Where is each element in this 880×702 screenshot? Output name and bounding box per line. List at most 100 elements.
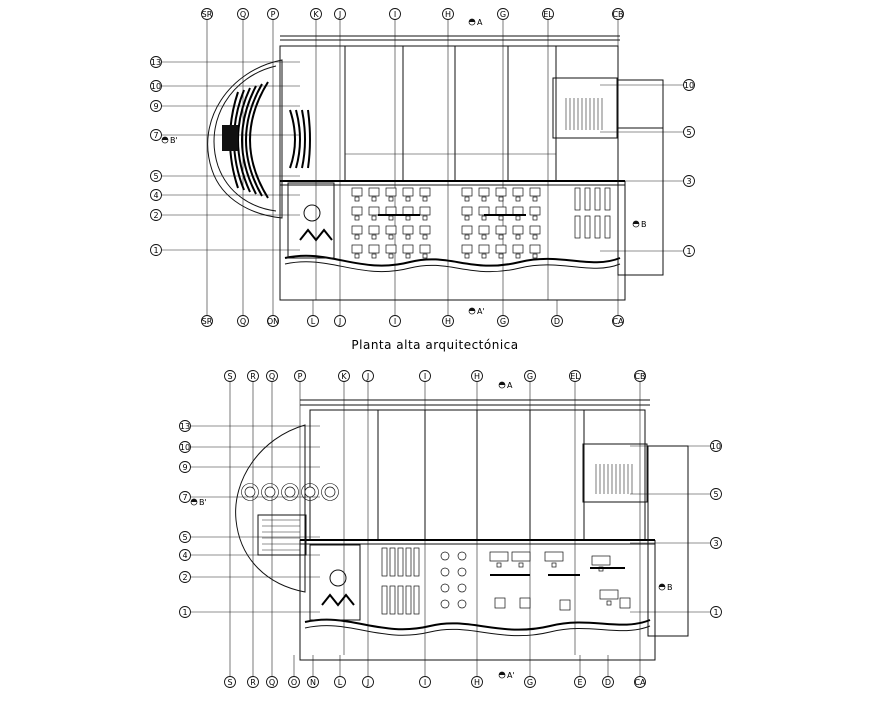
lobby-seating bbox=[321, 593, 355, 607]
axis-top-Q-bubble bbox=[237, 8, 249, 20]
axis-bottom-R-label: R bbox=[250, 678, 256, 687]
seating-row bbox=[237, 87, 251, 193]
axis-right-5-bubble bbox=[683, 126, 695, 138]
podium bbox=[222, 125, 238, 151]
desk bbox=[385, 187, 397, 197]
desk bbox=[512, 187, 524, 197]
axis-bottom-G-bubble bbox=[524, 676, 536, 688]
section-right-circle bbox=[632, 220, 640, 228]
axis-bottom-H-label: H bbox=[445, 317, 451, 326]
upper-curved-facade bbox=[284, 254, 621, 267]
axis-left-13-bubble bbox=[179, 420, 191, 432]
axis-bottom-G-label: G bbox=[500, 317, 506, 326]
stage-seating bbox=[301, 109, 306, 169]
desk bbox=[461, 187, 473, 197]
axis-bottom-D-label: D bbox=[605, 678, 611, 687]
lab-bench bbox=[574, 187, 581, 211]
book-shelf bbox=[381, 547, 388, 577]
axis-bottom-E-label: E bbox=[577, 678, 582, 687]
desk bbox=[368, 244, 380, 254]
side-annex bbox=[647, 445, 689, 637]
chair bbox=[354, 215, 360, 221]
desk bbox=[402, 225, 414, 235]
desk bbox=[489, 551, 509, 562]
round-table bbox=[244, 486, 256, 498]
lower-curved-facade bbox=[304, 618, 651, 631]
desk bbox=[495, 187, 507, 197]
chairs-ring bbox=[281, 483, 299, 501]
round-table bbox=[324, 486, 336, 498]
axis-bottom-J-label: J bbox=[366, 678, 369, 687]
axis-bottom-L-bubble bbox=[334, 676, 346, 688]
axis-bottom-J-bubble bbox=[362, 676, 374, 688]
desk bbox=[478, 187, 490, 197]
seating-row bbox=[245, 83, 263, 197]
axis-bottom-Q-bubble bbox=[237, 315, 249, 327]
book-shelf bbox=[397, 585, 404, 615]
lobby-round-table bbox=[329, 569, 347, 587]
axis-top-R-bubble bbox=[247, 370, 259, 382]
desk bbox=[368, 225, 380, 235]
chair bbox=[464, 234, 470, 240]
lab-bench bbox=[584, 187, 591, 211]
round-table bbox=[284, 486, 296, 498]
desk bbox=[559, 599, 571, 611]
desk bbox=[478, 225, 490, 235]
desk bbox=[461, 206, 473, 216]
section-left-label: B' bbox=[170, 136, 178, 145]
axis-bottom-N-bubble bbox=[307, 676, 319, 688]
desk bbox=[544, 551, 564, 562]
desk bbox=[402, 206, 414, 216]
axis-bottom-I-label: I bbox=[394, 317, 396, 326]
axis-left-5-label: 5 bbox=[153, 172, 158, 181]
axis-top-P-bubble bbox=[267, 8, 279, 20]
chair bbox=[498, 253, 504, 259]
axis-bottom-G-label: G bbox=[527, 678, 533, 687]
axis-right-1-bubble bbox=[710, 606, 722, 618]
chair bbox=[371, 196, 377, 202]
axis-top-H-bubble bbox=[442, 8, 454, 20]
axis-bottom-O-bubble bbox=[288, 676, 300, 688]
axis-right-10-bubble bbox=[710, 440, 722, 452]
axis-bottom-S-label: S bbox=[227, 678, 232, 687]
kitchen bbox=[257, 514, 307, 556]
meeting-chair bbox=[457, 551, 467, 561]
axis-left-5-label: 5 bbox=[182, 533, 187, 542]
axis-top-I-label: I bbox=[394, 10, 396, 19]
axis-top-H-label: H bbox=[474, 372, 480, 381]
axis-bottom-E-bubble bbox=[574, 676, 586, 688]
chair bbox=[498, 234, 504, 240]
book-shelf bbox=[389, 585, 396, 615]
axis-left-1-bubble bbox=[179, 606, 191, 618]
axis-left-10-label: 10 bbox=[180, 443, 190, 452]
lab-bench bbox=[604, 215, 611, 239]
axis-right-3-bubble bbox=[710, 537, 722, 549]
axis-top-K-bubble bbox=[338, 370, 350, 382]
axis-bottom-CA-label: CA bbox=[612, 317, 624, 326]
axis-left-9-bubble bbox=[150, 100, 162, 112]
axis-top-H-label: H bbox=[445, 10, 451, 19]
chair bbox=[371, 234, 377, 240]
meeting-chair bbox=[440, 599, 450, 609]
desk bbox=[495, 225, 507, 235]
axis-left-1-label: 1 bbox=[182, 608, 187, 617]
axis-top-R-label: R bbox=[250, 372, 256, 381]
lobby-round-table bbox=[303, 204, 321, 222]
desk bbox=[419, 225, 431, 235]
desk bbox=[351, 206, 363, 216]
axis-bottom-ON-label: ON bbox=[267, 317, 279, 326]
axis-bottom-SR-label: SR bbox=[202, 317, 213, 326]
axis-top-P-label: P bbox=[298, 372, 303, 381]
lab-bench bbox=[604, 187, 611, 211]
axis-bottom-I-label: I bbox=[424, 678, 426, 687]
axis-left-2-label: 2 bbox=[182, 573, 187, 582]
chair bbox=[422, 196, 428, 202]
desk bbox=[402, 244, 414, 254]
section-bottom-arrow bbox=[469, 308, 475, 311]
chair bbox=[422, 253, 428, 259]
section-top-arrow bbox=[499, 382, 505, 385]
axis-left-4-bubble bbox=[179, 549, 191, 561]
desk bbox=[591, 555, 611, 566]
axis-top-CB-bubble bbox=[612, 8, 624, 20]
section-bottom-arrow bbox=[499, 672, 505, 675]
